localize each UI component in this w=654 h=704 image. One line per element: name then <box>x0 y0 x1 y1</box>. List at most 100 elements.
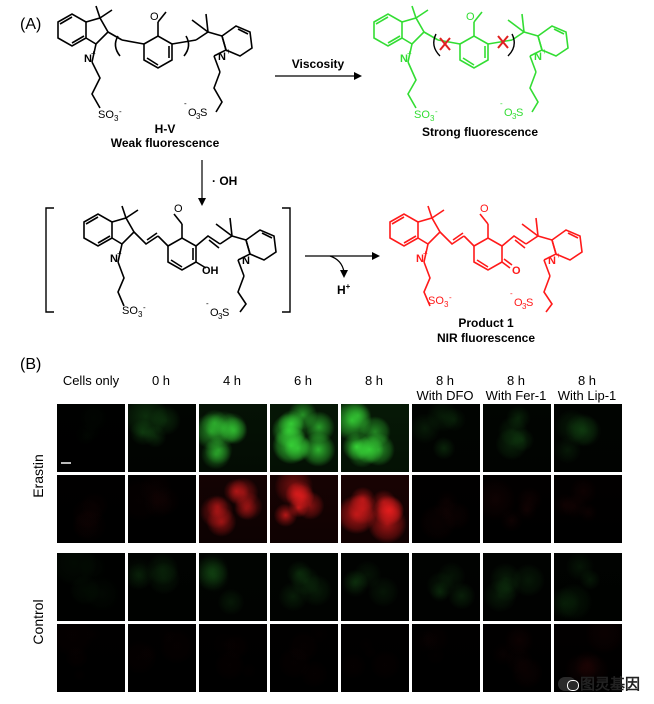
micrograph-tile <box>483 553 551 621</box>
micrograph-tile <box>341 475 409 543</box>
svg-text:N: N <box>548 255 556 267</box>
svg-text:OH: OH <box>202 265 219 277</box>
svg-text:N: N <box>218 51 226 63</box>
viscosity-label: Viscosity <box>292 57 345 71</box>
micrograph-tile <box>412 404 480 472</box>
svg-text:+: + <box>226 47 231 56</box>
column-header: 8 h <box>334 373 414 388</box>
chat-bubble-icon <box>557 676 579 691</box>
svg-text:O: O <box>512 265 521 277</box>
svg-text:3: 3 <box>218 312 223 321</box>
micrograph-tile <box>57 553 125 621</box>
svg-text:O: O <box>466 11 475 23</box>
column-header-line2: 8 h <box>364 373 384 388</box>
hv-name: H-V <box>155 122 176 136</box>
micrograph-tile <box>270 475 338 543</box>
molecule-intermediate <box>83 205 277 313</box>
micrograph-tile <box>554 404 622 472</box>
svg-text:N: N <box>416 253 424 265</box>
svg-text:O: O <box>150 11 159 23</box>
micrograph-tile <box>412 553 480 621</box>
micrograph-tile <box>128 624 196 692</box>
svg-text:3: 3 <box>196 112 201 121</box>
svg-text:N: N <box>110 253 118 265</box>
micrograph-tile <box>128 404 196 472</box>
svg-text:3: 3 <box>138 310 143 319</box>
micrograph-tile <box>199 624 267 692</box>
column-header: 0 h <box>121 373 201 388</box>
svg-text:-: - <box>143 303 146 312</box>
svg-text:SO: SO <box>122 305 138 317</box>
micrograph-tile <box>483 624 551 692</box>
strong-fluorescence-desc: Strong fluorescence <box>422 125 538 139</box>
column-header: 4 h <box>192 373 272 388</box>
micrograph-tile <box>412 475 480 543</box>
svg-text:+: + <box>407 49 412 58</box>
svg-text:O: O <box>480 203 489 215</box>
hplus-label: H+ <box>337 282 351 297</box>
micrograph-tile <box>199 553 267 621</box>
micrograph-tile <box>341 624 409 692</box>
column-header-line2: 0 h <box>151 373 171 388</box>
svg-text:N: N <box>242 255 250 267</box>
product-1-desc: NIR fluorescence <box>437 331 535 345</box>
micrograph-tile <box>483 475 551 543</box>
micrograph-tile <box>412 624 480 692</box>
micrograph-tile <box>128 553 196 621</box>
svg-text:+: + <box>91 49 96 58</box>
svg-text:-: - <box>435 107 438 116</box>
micrograph-tile <box>57 404 125 472</box>
oh-reagent: · OH <box>212 174 237 188</box>
svg-text:O: O <box>188 107 197 119</box>
svg-text:-: - <box>119 107 122 116</box>
watermark-text: 图灵基因 <box>579 676 640 693</box>
svg-text:S: S <box>200 107 207 119</box>
micrograph-tile <box>57 475 125 543</box>
svg-text:3: 3 <box>114 114 119 123</box>
column-header-line2: 4 h <box>222 373 242 388</box>
svg-text:O: O <box>514 297 523 309</box>
micrograph-tile <box>199 404 267 472</box>
product-1-name: Product 1 <box>458 316 514 330</box>
svg-text:3: 3 <box>512 112 517 121</box>
panel-a-label: (A) <box>20 16 42 33</box>
molecule-hv <box>57 5 253 113</box>
micrograph-tile <box>199 475 267 543</box>
svg-text:N: N <box>84 53 92 65</box>
svg-text:O: O <box>174 203 183 215</box>
svg-text:-: - <box>500 99 503 108</box>
micrograph-tile <box>341 553 409 621</box>
svg-text:S: S <box>222 307 229 319</box>
micrograph-tile <box>270 624 338 692</box>
column-header: 6 h <box>263 373 343 388</box>
svg-text:-: - <box>206 299 209 308</box>
watermark: 图灵基因 <box>557 673 640 694</box>
micrograph-tile <box>483 404 551 472</box>
svg-text:SO: SO <box>414 109 430 121</box>
svg-text:+: + <box>117 249 122 258</box>
micrograph-tile <box>128 475 196 543</box>
svg-text:3: 3 <box>444 300 449 309</box>
svg-text:O: O <box>504 107 513 119</box>
molecule-strong-fluorescence <box>373 5 569 113</box>
svg-text:SO: SO <box>98 109 114 121</box>
column-header-line2: With Lip-1 <box>557 388 617 403</box>
micrograph-tile <box>554 553 622 621</box>
micrograph-tile <box>270 553 338 621</box>
column-header-line2: Cells only <box>62 373 120 388</box>
scale-bar <box>61 462 71 464</box>
column-header-line2: With DFO <box>416 388 474 403</box>
micrograph-tile <box>57 624 125 692</box>
svg-text:S: S <box>526 297 533 309</box>
row-label-erastin: Erastin <box>30 454 46 498</box>
svg-text:+: + <box>423 249 428 258</box>
svg-text:O: O <box>210 307 219 319</box>
column-header-line2: 6 h <box>293 373 313 388</box>
micrograph-tile <box>341 404 409 472</box>
micrograph-tile <box>554 475 622 543</box>
molecule-product-1 <box>389 205 583 313</box>
column-header-line2: With Fer-1 <box>485 388 547 403</box>
